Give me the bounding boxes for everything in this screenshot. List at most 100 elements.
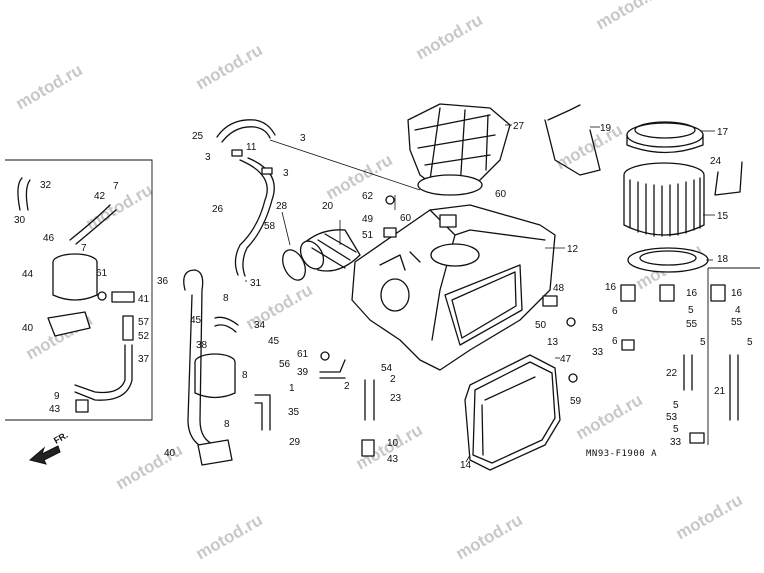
breather-separator bbox=[52, 253, 98, 301]
watermark: motod.ru bbox=[573, 390, 646, 443]
callout: 37 bbox=[138, 354, 150, 365]
breather-hose-upper bbox=[216, 119, 276, 138]
callout: 16 bbox=[686, 288, 698, 299]
callout: 27 bbox=[513, 121, 525, 132]
element-holder bbox=[626, 121, 704, 154]
callout: 16 bbox=[605, 282, 617, 293]
callout: 13 bbox=[547, 337, 559, 348]
callout: 53 bbox=[666, 412, 678, 423]
callout: 29 bbox=[289, 437, 301, 448]
watermark: motod.ru bbox=[83, 180, 156, 233]
callout: 26 bbox=[212, 204, 224, 215]
callout: 31 bbox=[250, 278, 262, 289]
callout: 43 bbox=[49, 404, 61, 415]
callout: 4 bbox=[735, 305, 741, 316]
front-arrow: FR. bbox=[28, 430, 70, 465]
callout: 14 bbox=[460, 460, 472, 471]
breather-hose-lower bbox=[242, 157, 275, 277]
air-filter-element bbox=[623, 162, 705, 237]
hose-clip bbox=[231, 149, 243, 157]
callout: 61 bbox=[297, 349, 309, 360]
callout: 23 bbox=[390, 393, 402, 404]
watermark: motod.ru bbox=[673, 490, 746, 543]
intake-duct bbox=[407, 103, 511, 196]
breather-hose-lower bbox=[234, 159, 268, 276]
tube-39 bbox=[319, 359, 346, 379]
watermark: motod.ru bbox=[593, 0, 666, 33]
hose-clip bbox=[261, 167, 273, 175]
callout: 50 bbox=[535, 320, 547, 331]
callout: 3 bbox=[283, 168, 289, 179]
callout: 51 bbox=[362, 230, 374, 241]
callout: 40 bbox=[22, 323, 34, 334]
callout: 32 bbox=[40, 180, 52, 191]
watermark: motod.ru bbox=[193, 510, 266, 563]
holder-wire-small bbox=[714, 161, 743, 196]
callout: 39 bbox=[297, 367, 309, 378]
breather-tube-42 bbox=[69, 204, 117, 245]
callout: 7 bbox=[81, 243, 87, 254]
leader-lines bbox=[245, 124, 715, 463]
watermark: motod.ru bbox=[453, 510, 526, 563]
callout: 40 bbox=[164, 448, 176, 459]
callout: 18 bbox=[717, 254, 729, 265]
watermark: motod.ru bbox=[13, 60, 86, 113]
callout: 3 bbox=[205, 152, 211, 163]
callout: 22 bbox=[666, 368, 678, 379]
callout: 15 bbox=[717, 211, 729, 222]
callout: 46 bbox=[43, 233, 55, 244]
left-inset-frame bbox=[5, 159, 153, 421]
callout: 33 bbox=[670, 437, 682, 448]
callout: 5 bbox=[688, 305, 694, 316]
callout: 58 bbox=[264, 221, 276, 232]
callout: 19 bbox=[600, 123, 612, 134]
connecting-tube bbox=[299, 229, 361, 272]
holder-wire bbox=[544, 104, 601, 176]
callout: 35 bbox=[288, 407, 300, 418]
callout: 45 bbox=[268, 336, 280, 347]
callout: 5 bbox=[700, 337, 706, 348]
callout: 38 bbox=[196, 340, 208, 351]
element-seal bbox=[627, 247, 709, 273]
callout: 8 bbox=[224, 419, 230, 430]
air-cleaner-cover bbox=[464, 354, 561, 471]
callout: 16 bbox=[731, 288, 743, 299]
callout: 45 bbox=[190, 315, 202, 326]
callout: 59 bbox=[570, 396, 582, 407]
callout: 62 bbox=[362, 191, 374, 202]
callout: 61 bbox=[96, 268, 108, 279]
callout: 56 bbox=[279, 359, 291, 370]
callout: 55 bbox=[686, 319, 698, 330]
callout: 3 bbox=[300, 133, 306, 144]
callout: 5 bbox=[747, 337, 753, 348]
callout: 30 bbox=[14, 215, 26, 226]
callout: 2 bbox=[344, 381, 350, 392]
separator-38 bbox=[194, 353, 236, 399]
callout: 36 bbox=[157, 276, 169, 287]
callout: 24 bbox=[710, 156, 722, 167]
callout: 57 bbox=[138, 317, 150, 328]
callout: 43 bbox=[387, 454, 399, 465]
tube-band bbox=[282, 249, 306, 281]
separator-holder-40 bbox=[47, 311, 91, 337]
breather-tube-32 bbox=[17, 177, 31, 211]
callout: 52 bbox=[138, 331, 150, 342]
air-cleaner-case bbox=[351, 204, 556, 371]
callout: 8 bbox=[242, 370, 248, 381]
callout: 8 bbox=[223, 293, 229, 304]
direction-label: FR. bbox=[52, 430, 70, 446]
callout: 1 bbox=[289, 383, 295, 394]
watermark: motod.ru bbox=[323, 150, 396, 203]
callout: 12 bbox=[567, 244, 579, 255]
callout: 25 bbox=[192, 131, 204, 142]
fasteners bbox=[75, 195, 726, 457]
callout: 55 bbox=[731, 317, 743, 328]
callout: 41 bbox=[138, 294, 150, 305]
callout: 34 bbox=[254, 320, 266, 331]
callout: 10 bbox=[387, 438, 399, 449]
tube-23 bbox=[364, 379, 375, 421]
tube-34 bbox=[214, 316, 239, 333]
callout: 47 bbox=[560, 354, 572, 365]
watermark: motod.ru bbox=[193, 40, 266, 93]
